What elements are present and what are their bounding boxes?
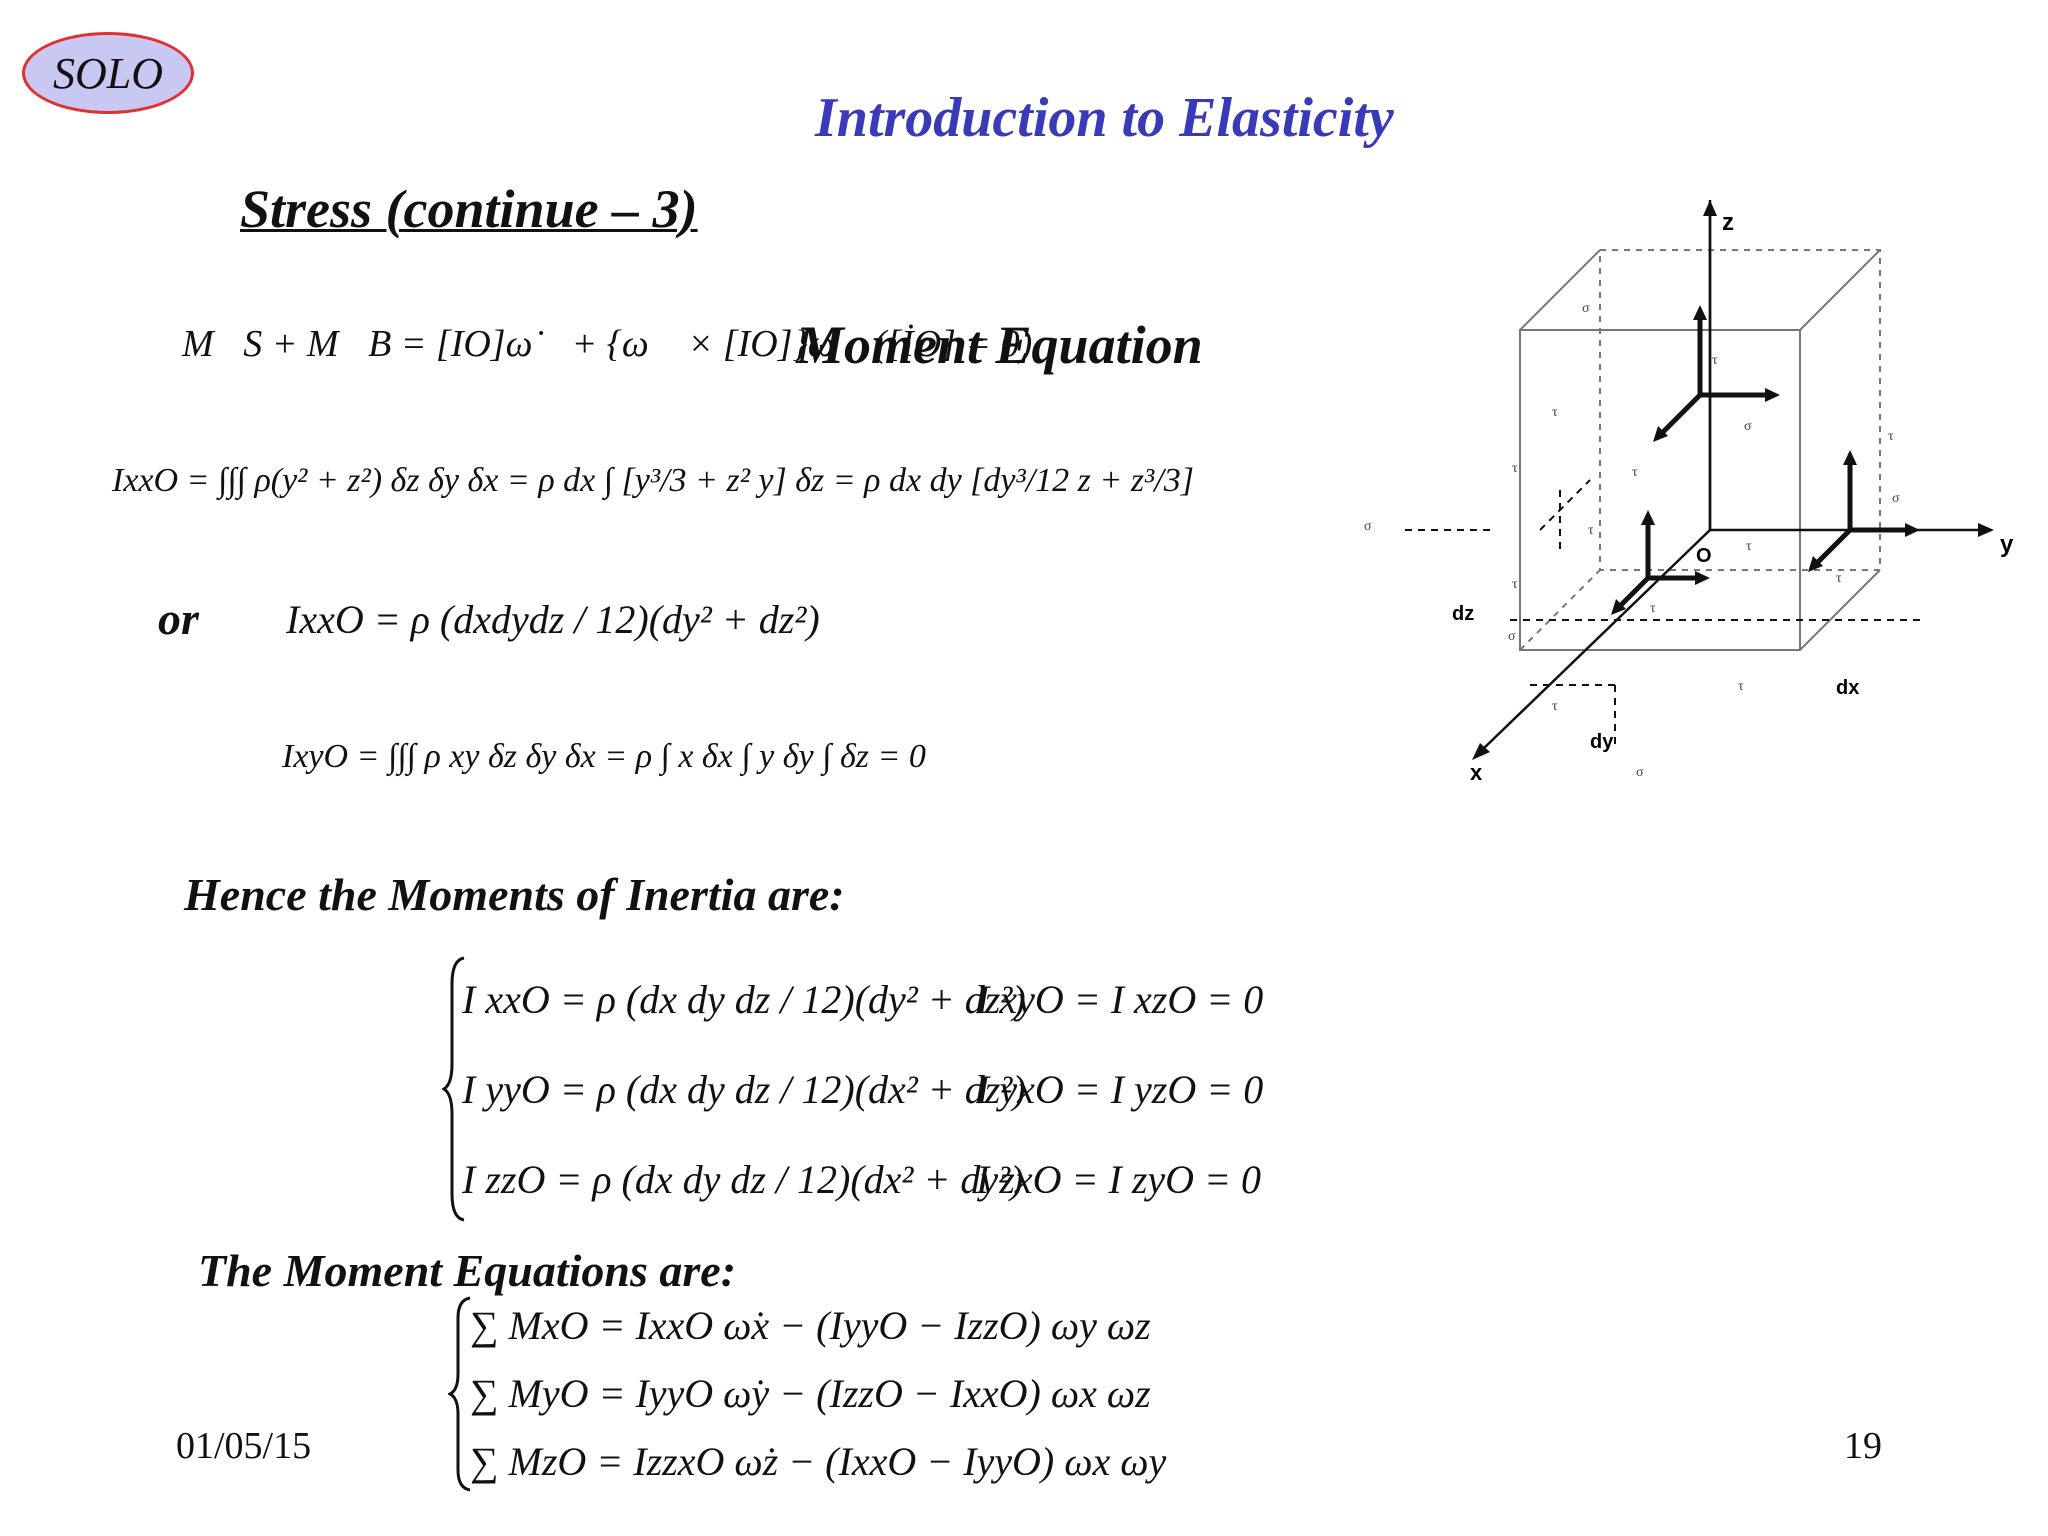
inertia-heading: Hence the Moments of Inertia are: — [184, 869, 845, 920]
annotation-glyph: σ — [1636, 765, 1644, 780]
annotation-glyph: σ — [1508, 629, 1516, 644]
annotation-glyph: τ — [1632, 465, 1638, 480]
stress-element-diagram: z y x O dx dy dz σ τ τ σ τ τ τ σ σ τ τ τ… — [1364, 200, 2014, 785]
annotation-glyph: τ — [1888, 429, 1894, 444]
moment-eq-x: ∑ MxO = IxxO ω̇x − (IyyO − IzzO) ωy ωz — [470, 1303, 1151, 1348]
annotation-glyph: τ — [1512, 461, 1518, 476]
iyy-inertia: I yyO = ρ (dx dy dz / 12)(dx² + dz²) — [462, 1067, 1026, 1112]
annotation-glyph: σ — [1744, 419, 1752, 434]
annotation-glyph: τ — [1512, 577, 1518, 592]
slide-title: Introduction to Elasticity — [815, 87, 1394, 149]
dy-label: dy — [1590, 731, 1614, 753]
annotation-glyph: σ — [1582, 301, 1590, 316]
annotation-glyph: τ — [1746, 539, 1752, 554]
annotation-glyph: τ — [1712, 353, 1718, 368]
moment-balance-equation: M⃗S + M⃗B = [IO]ω̇⃗ + {ω⃗ × [IO]}ω⃗ ([İO… — [182, 323, 1033, 365]
section-subtitle: Stress (continue – 3) — [240, 179, 698, 239]
annotation-glyph: τ — [1588, 523, 1594, 538]
ixy-inertia: I xyO = I xzO = 0 — [976, 977, 1264, 1022]
slide-page-number: 19 — [1844, 1425, 1882, 1467]
ixx-result-equation: IxxO = ρ (dxdydz / 12)(dy² + dz²) — [286, 597, 820, 642]
annotation-glyph: σ — [1892, 491, 1900, 506]
annotation-glyph: τ — [1836, 571, 1842, 586]
dx-label: dx — [1836, 677, 1859, 699]
moment-eq-y: ∑ MyO = IyyO ω̇y − (IzzO − IxxO) ωx ωz — [470, 1371, 1151, 1416]
izx-inertia: I zxO = I zyO = 0 — [976, 1157, 1262, 1202]
stress-annotations: σ τ τ σ τ τ τ σ σ τ τ τ τ τ σ τ τ σ — [1364, 301, 1900, 780]
izz-inertia: I zzO = ρ (dx dy dz / 12)(dx² + dy²) — [462, 1157, 1024, 1202]
iyx-inertia: I yxO = I yzO = 0 — [976, 1067, 1264, 1112]
annotation-glyph: τ — [1650, 601, 1656, 616]
z-axis-label: z — [1722, 209, 1734, 236]
ixx-integral-equation: IxxO = ∫∫∫ ρ(y² + z²) δz δy δx = ρ dx ∫ … — [112, 462, 1194, 499]
moment-eq-brace — [448, 1296, 471, 1492]
dz-label: dz — [1452, 603, 1474, 625]
moment-eq-z: ∑ MzO = IzzxO ω̇z − (IxxO − IyyO) ωx ωy — [470, 1439, 1167, 1484]
inertia-brace — [442, 956, 465, 1222]
slide-date: 01/05/15 — [176, 1425, 312, 1467]
annotation-glyph: τ — [1738, 679, 1744, 694]
x-axis-label: x — [1470, 760, 1483, 785]
origin-label: O — [1696, 545, 1712, 567]
annotation-glyph: τ — [1552, 699, 1558, 714]
solo-badge-label: SOLO — [52, 48, 164, 98]
moment-equation-heading: Moment Equation — [796, 315, 1203, 375]
annotation-glyph: σ — [1364, 519, 1372, 534]
or-label: or — [158, 593, 199, 644]
annotation-glyph: τ — [1552, 405, 1558, 420]
moment-equations-heading: The Moment Equations are: — [198, 1245, 737, 1296]
ixy-integral-equation: IxyO = ∫∫∫ ρ xy δz δy δx = ρ ∫ x δx ∫ y … — [282, 738, 926, 775]
ixx-inertia: I xxO = ρ (dx dy dz / 12)(dy² + dz²) — [462, 977, 1026, 1022]
y-axis-label: y — [2000, 531, 2014, 558]
solo-badge: SOLO — [22, 32, 194, 114]
